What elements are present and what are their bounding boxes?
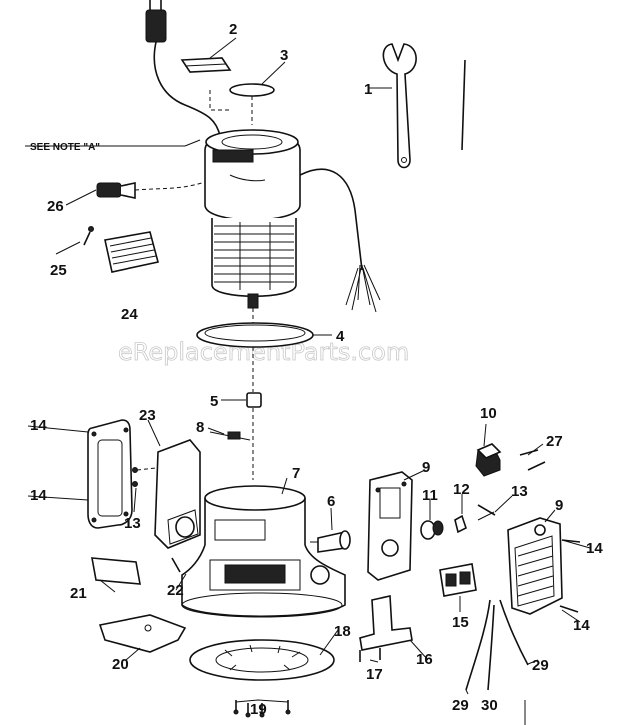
part-8-screw bbox=[209, 431, 251, 441]
part-9-handle-plate-center bbox=[367, 471, 413, 581]
part-11-bushing bbox=[420, 520, 444, 540]
part-27-screws bbox=[519, 449, 546, 471]
part-2-label-plate bbox=[180, 57, 232, 111]
part-label: 11 bbox=[422, 487, 438, 504]
part-label: 14 bbox=[30, 417, 47, 434]
part-label: 24 bbox=[121, 306, 138, 323]
part-label: 3 bbox=[280, 47, 288, 64]
part-label: 29 bbox=[452, 697, 469, 714]
part-23-handle bbox=[154, 439, 201, 549]
part-label: 15 bbox=[452, 614, 469, 631]
motor-housing bbox=[204, 129, 301, 325]
part-label: 12 bbox=[453, 481, 470, 498]
part-label: 27 bbox=[546, 433, 563, 450]
part-label: 18 bbox=[334, 623, 351, 640]
part-label: 10 bbox=[480, 405, 497, 422]
part-label: 2 bbox=[229, 21, 237, 38]
part-label: 9 bbox=[555, 497, 563, 514]
part-22-screw bbox=[171, 557, 181, 573]
part-label: 29 bbox=[532, 657, 549, 674]
power-cord-wires bbox=[299, 168, 381, 313]
part-12-spring bbox=[454, 500, 467, 534]
part-label: 25 bbox=[50, 262, 67, 279]
part-label: 26 bbox=[47, 198, 64, 215]
part-label: 8 bbox=[196, 419, 204, 436]
part-13-screws-left bbox=[132, 467, 157, 487]
part-label: 30 bbox=[481, 697, 498, 714]
part-3-disc bbox=[229, 83, 275, 125]
part-label: 14 bbox=[573, 617, 590, 634]
part-label: 17 bbox=[366, 666, 383, 683]
leader-lines bbox=[25, 37, 591, 703]
part-16-bracket bbox=[359, 595, 413, 651]
part-18-base-plate bbox=[189, 639, 335, 681]
part-label: 14 bbox=[586, 540, 603, 557]
part-14-handle-plate-left bbox=[87, 419, 133, 529]
part-21-label bbox=[91, 557, 141, 585]
part-label: 13 bbox=[124, 515, 141, 532]
part-label: 9 bbox=[422, 459, 430, 476]
part-14-screws-right bbox=[559, 539, 581, 613]
part-20-bracket bbox=[98, 614, 187, 653]
wires-29-30 bbox=[465, 599, 529, 691]
part-10-cap bbox=[475, 443, 502, 477]
part-label: 13 bbox=[511, 483, 528, 500]
part-label: 16 bbox=[416, 651, 433, 668]
part-label: 4 bbox=[336, 328, 345, 345]
part-label: 22 bbox=[167, 582, 184, 599]
part-26-switch bbox=[96, 181, 206, 199]
part-label: 7 bbox=[292, 465, 300, 482]
router-base bbox=[181, 485, 346, 618]
part-25-screw bbox=[83, 226, 94, 246]
part-label: 5 bbox=[210, 393, 218, 410]
part-6-knob bbox=[317, 530, 351, 553]
part-13-screw-right bbox=[477, 504, 496, 521]
part-label: 1 bbox=[364, 81, 372, 98]
wrench bbox=[382, 43, 417, 169]
part-24-grille bbox=[104, 231, 159, 273]
power-cord-plug bbox=[145, 0, 221, 136]
part-9-handle-plate-right bbox=[507, 517, 563, 615]
part-label: 20 bbox=[112, 656, 129, 673]
note-a-label: SEE NOTE "A" bbox=[30, 142, 100, 153]
part-label: 19 bbox=[250, 701, 267, 718]
part-15-switch-block bbox=[439, 563, 477, 597]
part-label: 14 bbox=[30, 487, 47, 504]
part-17-pins bbox=[359, 648, 381, 662]
part-label: 6 bbox=[327, 493, 335, 510]
part-label: 23 bbox=[139, 407, 156, 424]
part-label: 21 bbox=[70, 585, 87, 602]
part-4-ring bbox=[196, 322, 332, 392]
